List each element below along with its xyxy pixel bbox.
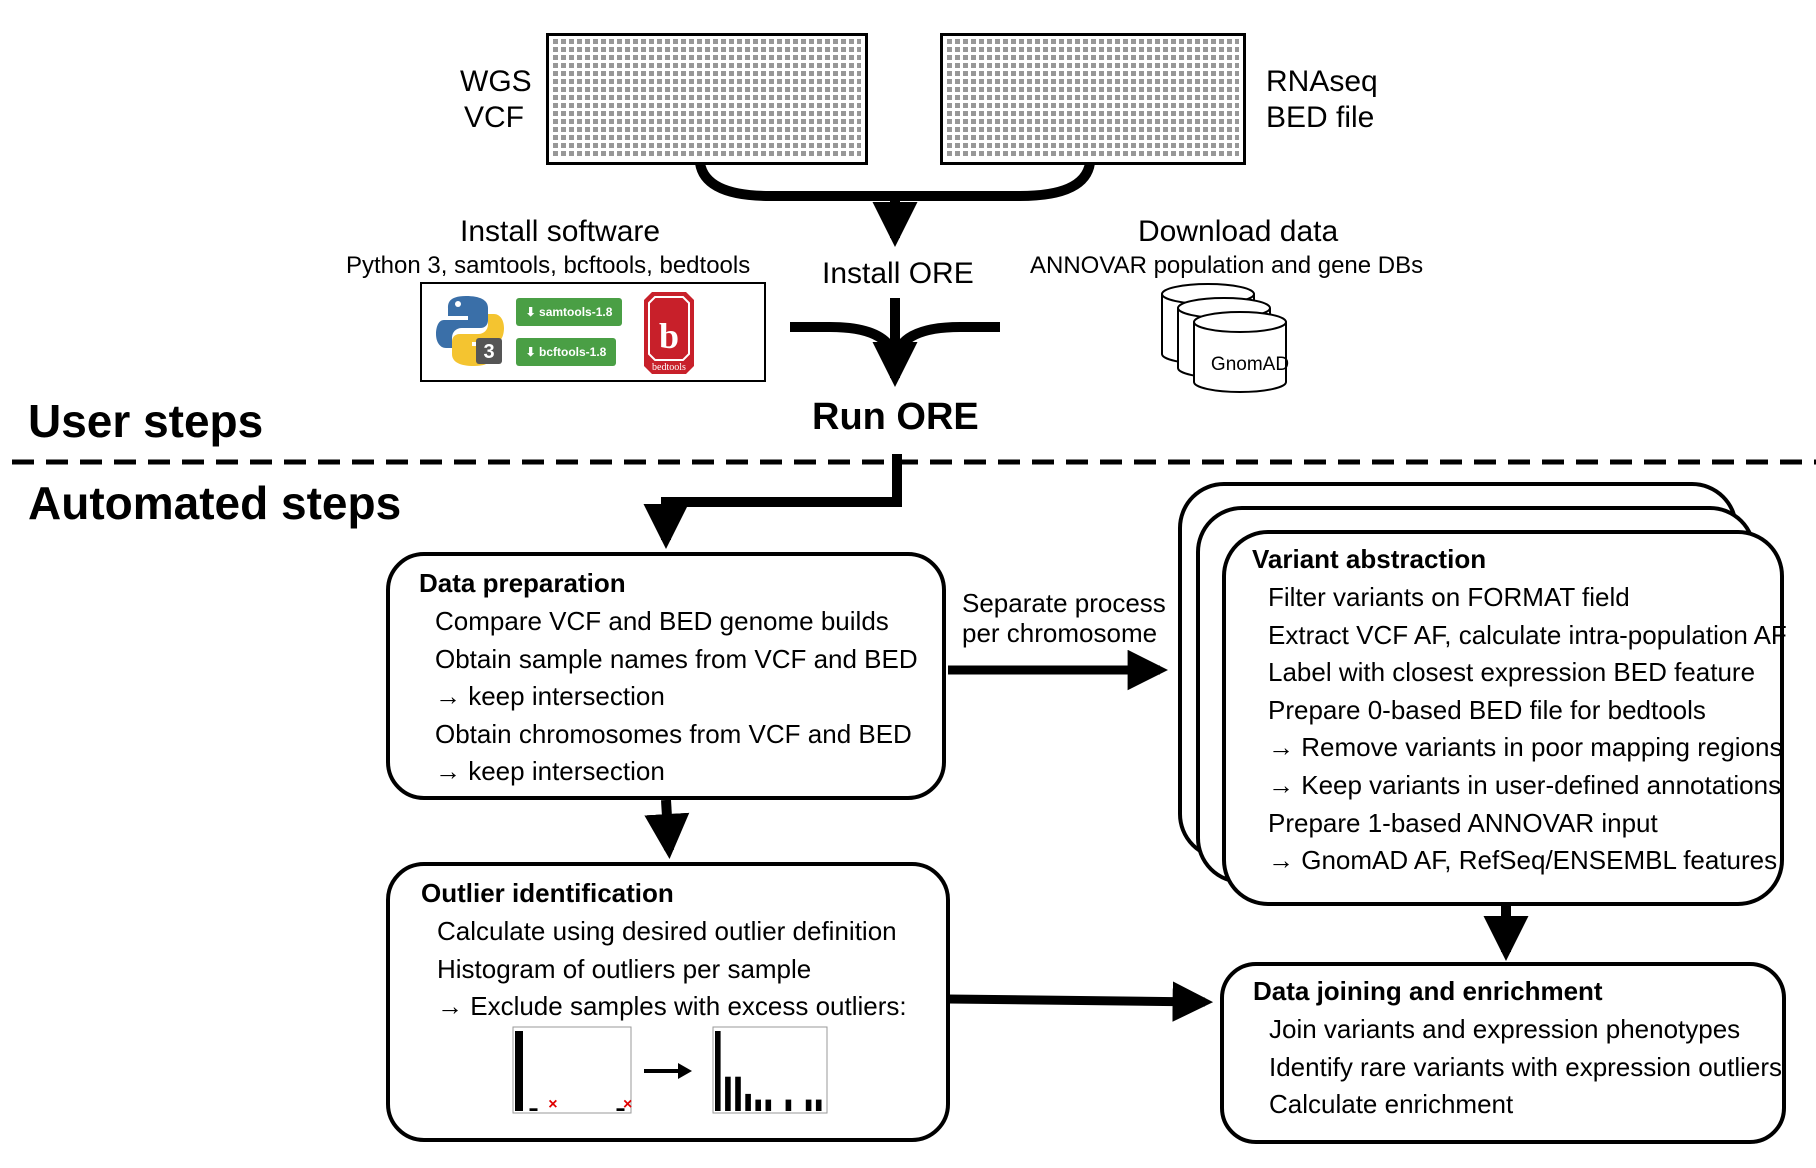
histogram-bar (715, 1031, 721, 1111)
outlier-identification-step: → Exclude samples with excess outliers: (437, 991, 907, 1022)
variant-abstraction-step: → Keep variants in user-defined annotati… (1268, 769, 1782, 800)
variant-abstraction-step: Extract VCF AF, calculate intra-populati… (1268, 619, 1787, 650)
bed-file-label: BED file (1266, 101, 1375, 134)
wgs-label: WGS (460, 65, 532, 98)
software-logos-panel: 3 ⬇ samtools-1.8 ⬇ bcftools-1.8 b bedtoo… (420, 282, 766, 382)
variant-abstraction-step: Filter variants on FORMAT field (1268, 582, 1630, 612)
variant-abstraction-step: Prepare 0-based BED file for bedtools (1268, 694, 1706, 725)
histogram-bar (735, 1076, 741, 1111)
merge-connector-top (695, 161, 1095, 201)
outlier-identification-box: Outlier identification Calculate using d… (386, 862, 950, 1142)
variant-abstraction-title: Variant abstraction (1252, 544, 1487, 574)
separate-process-label: Separate process per chromosome (962, 588, 1166, 648)
histogram-bar (616, 1108, 625, 1111)
separate-process-line: per chromosome (962, 618, 1158, 648)
svg-text:bedtools: bedtools (652, 362, 686, 373)
outlier-identification-step: Calculate using desired outlier definiti… (437, 916, 897, 946)
histogram-bar (815, 1099, 822, 1111)
data-preparation-step: Compare VCF and BED genome builds (435, 606, 889, 636)
download-data-title: Download data (1138, 215, 1339, 248)
data-joining-step: Calculate enrichment (1269, 1089, 1514, 1120)
python-icon: 3 (436, 296, 504, 366)
data-preparation-title: Data preparation (419, 568, 626, 598)
histogram-bar (755, 1099, 761, 1111)
histogram-after-exclusion (712, 1026, 828, 1114)
outlier-identification-step: Histogram of outliers per sample (437, 953, 812, 984)
bedtools-logo-icon: b bedtools (644, 292, 694, 374)
data-preparation-step: → keep intersection (435, 756, 665, 787)
excluded-sample-x-icon: × (623, 1096, 632, 1113)
download-icon: ⬇ (525, 305, 540, 319)
automated-steps-heading: Automated steps (28, 477, 402, 529)
data-preparation-step: Obtain chromosomes from VCF and BED (435, 718, 912, 749)
arrow-to-outlier-identification (644, 799, 690, 859)
user-steps-heading: User steps (28, 395, 264, 447)
variant-abstraction-step: → GnomAD AF, RefSeq/ENSEMBL features (1268, 845, 1778, 876)
histogram-bar (515, 1031, 523, 1111)
data-joining-title: Data joining and enrichment (1253, 976, 1603, 1006)
histogram-bar (785, 1099, 792, 1111)
download-data-subtitle: ANNOVAR population and gene DBs (1030, 252, 1424, 279)
separate-process-line: Separate process (962, 588, 1166, 618)
variant-abstraction-step: Label with closest expression BED featur… (1268, 657, 1756, 688)
histogram-bar (805, 1099, 812, 1111)
samtools-download-button[interactable]: ⬇ samtools-1.8 (516, 298, 622, 326)
histogram-bar (725, 1076, 731, 1111)
vcf-label: VCF (464, 101, 524, 134)
variant-abstraction-step: Prepare 1-based ANNOVAR input (1268, 807, 1658, 838)
data-joining-step: Identify rare variants with expression o… (1269, 1051, 1783, 1082)
install-software-title: Install software (460, 215, 661, 248)
data-joining-step: Join variants and expression phenotypes (1269, 1014, 1741, 1044)
histogram-bar (745, 1093, 751, 1111)
install-ore-label: Install ORE (822, 257, 974, 290)
download-icon: ⬇ (525, 345, 540, 359)
data-joining-box: Data joining and enrichment Join variant… (1220, 962, 1786, 1144)
histogram-bar (765, 1099, 772, 1111)
arrow-to-data-preparation (643, 454, 902, 549)
bed-file-thumbnail (940, 33, 1246, 165)
excluded-sample-x-icon: × (548, 1096, 557, 1113)
samtools-label: samtools-1.8 (539, 305, 613, 319)
variant-abstraction-step: → Remove variants in poor mapping region… (1268, 732, 1783, 763)
arrow-outlier-to-joining (947, 981, 1214, 1022)
bcftools-download-button[interactable]: ⬇ bcftools-1.8 (516, 338, 616, 366)
gnomad-db-label: GnomAD (1211, 354, 1289, 375)
vcf-file-thumbnail (546, 33, 868, 165)
outlier-identification-title: Outlier identification (421, 878, 674, 908)
python-version-badge: 3 (483, 341, 494, 363)
install-software-subtitle: Python 3, samtools, bcftools, bedtools (346, 252, 751, 279)
histogram-bar (529, 1108, 538, 1111)
data-preparation-box: Data preparation Compare VCF and BED gen… (386, 552, 946, 800)
histogram-before-exclusion: ×× (512, 1026, 632, 1114)
histogram-transition-arrow (644, 1063, 692, 1079)
bcftools-label: bcftools-1.8 (539, 345, 607, 359)
variant-abstraction-box: Variant abstraction Filter variants on F… (1222, 530, 1787, 906)
rnaseq-label: RNAseq (1266, 65, 1378, 98)
data-preparation-step: Obtain sample names from VCF and BED (435, 643, 918, 674)
svg-text:b: b (659, 316, 679, 356)
run-ore-label: Run ORE (812, 396, 979, 438)
database-icon: GnomAD (1161, 283, 1289, 393)
data-preparation-step: → keep intersection (435, 681, 665, 712)
